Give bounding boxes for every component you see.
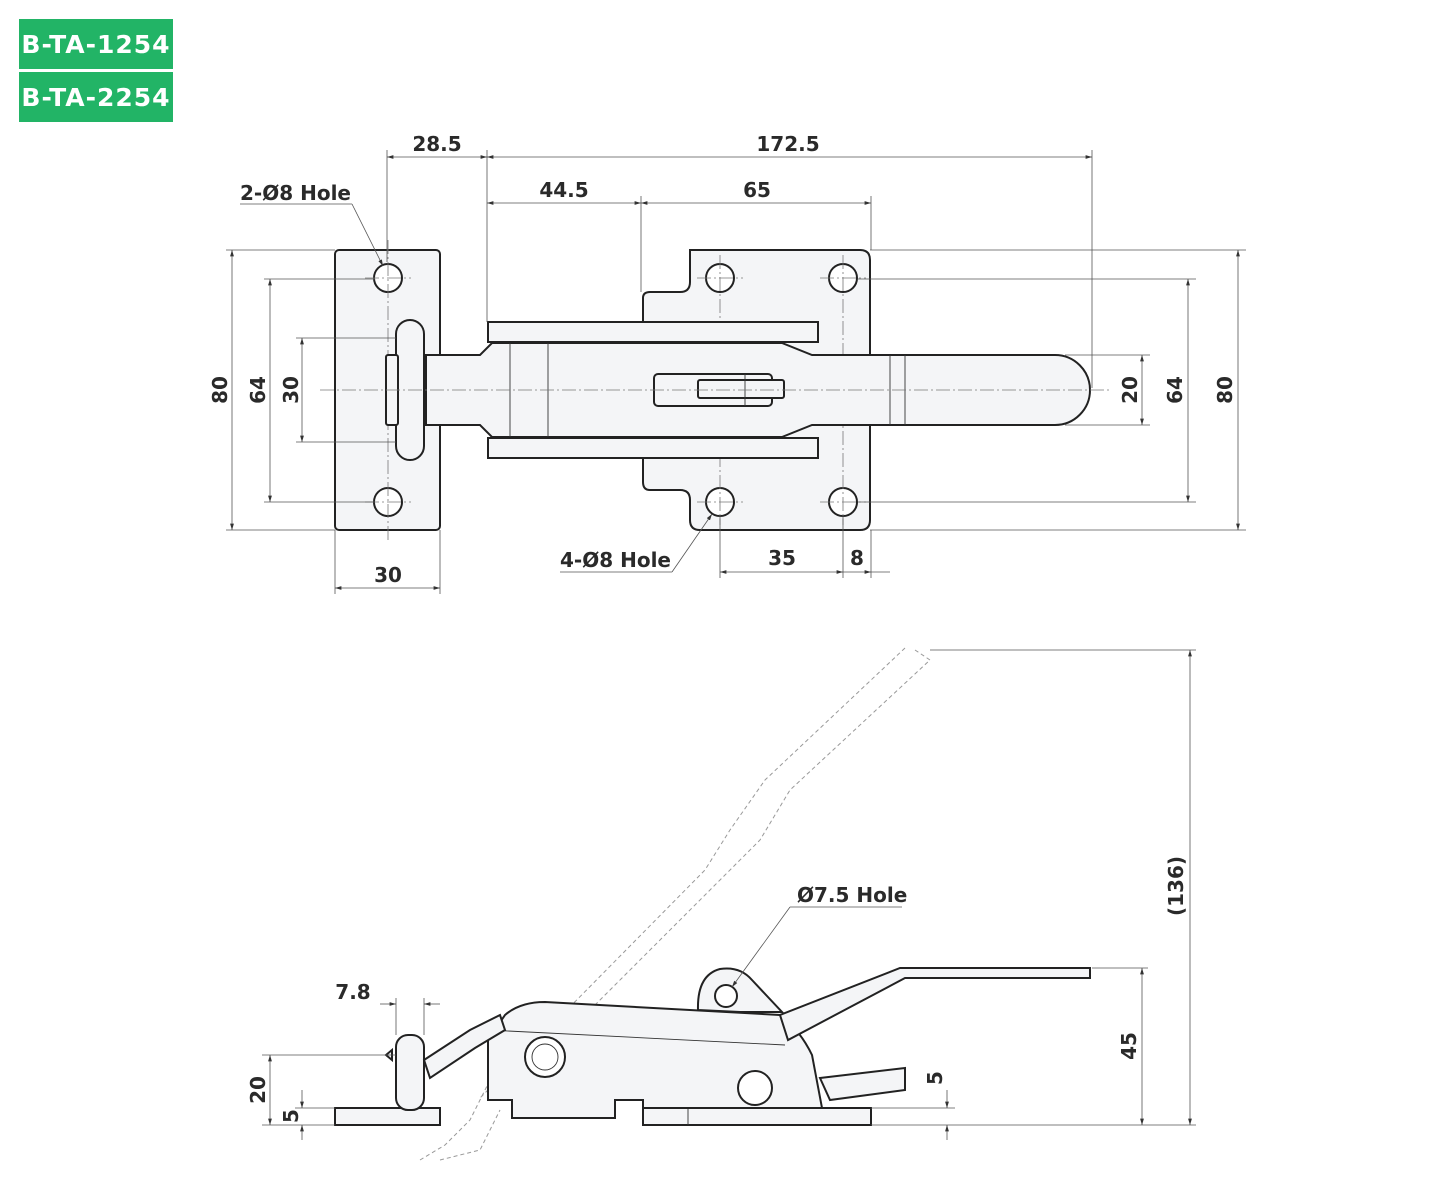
dim-136: (136) [1164,856,1188,916]
safety-catch [818,1066,906,1102]
body-pivot [524,1036,566,1078]
hook-arm [422,1013,507,1080]
dim-35: 35 [768,546,796,570]
side-view: 7.8 20 5 5 45 (136) Ø7.5 Hole [246,647,1196,1161]
dim-80-right: 80 [1213,376,1237,404]
dim-80-left: 80 [208,376,232,404]
dim-28-5: 28.5 [412,132,461,156]
rail-bottom [487,437,819,459]
dim-8: 8 [850,546,864,570]
dim-20-side: 20 [246,1076,270,1104]
base-pivot [737,1070,773,1106]
handle-side [778,967,1091,1042]
dim-172-5: 172.5 [756,132,819,156]
base-plate-side [642,1107,872,1126]
model-badge-2: B-TA-2254 [19,72,173,122]
dim-30-left: 30 [279,376,303,404]
dim-65: 65 [743,178,771,202]
dim-5-left: 5 [279,1109,303,1123]
keeper-plate-side [334,1107,441,1126]
pin-tab [696,967,785,1013]
dim-64-left: 64 [246,376,270,404]
keeper-hook-side [395,1034,425,1111]
rail-top [487,321,819,343]
pin-hole [714,984,738,1008]
dim-30-bottom: 30 [374,563,402,587]
dim-7-8: 7.8 [335,980,370,1004]
handle-open-ghost [487,649,931,1101]
dim-64-right: 64 [1163,376,1187,404]
label-pin-hole: Ø7.5 Hole [797,883,907,907]
dim-44-5: 44.5 [539,178,588,202]
dim-45: 45 [1117,1032,1141,1060]
dim-5-right: 5 [923,1071,947,1085]
dim-20-right: 20 [1118,376,1142,404]
label-2-hole: 2-Ø8 Hole [240,181,351,205]
label-4-hole: 4-Ø8 Hole [560,548,671,572]
model-badge-1: B-TA-1254 [19,19,173,69]
top-view: 28.5 172.5 44.5 65 80 64 30 [208,132,1246,594]
